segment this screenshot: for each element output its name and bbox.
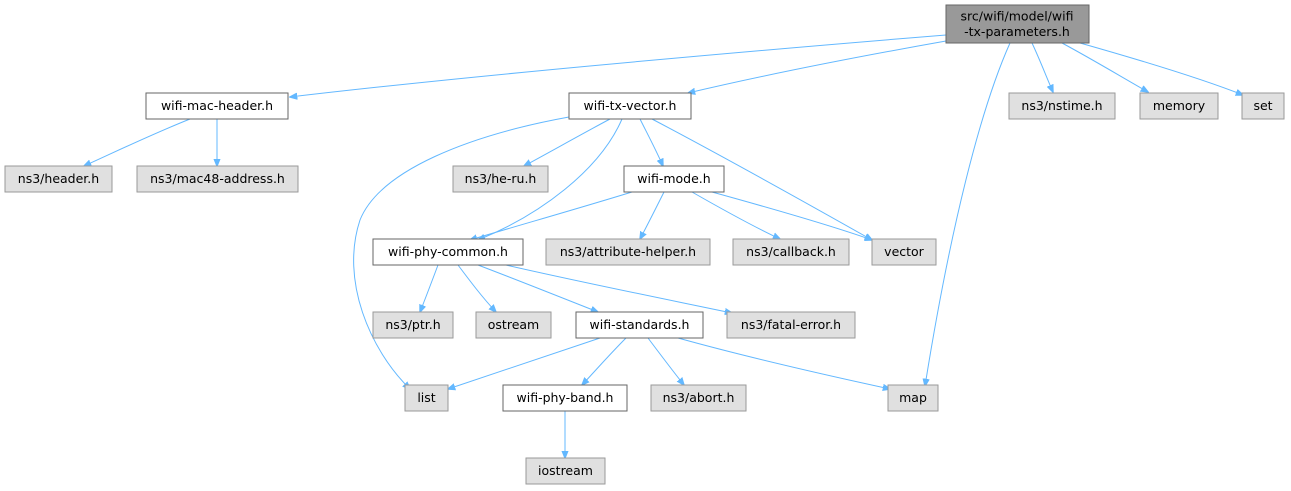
edge-root-to-nstime [1031, 42, 1053, 92]
node-label: ns3/abort.h [663, 390, 735, 405]
edge-root-to-set [1079, 42, 1243, 95]
node-ns3-mac48-address-h[interactable]: ns3/mac48-address.h [136, 165, 299, 193]
node-label: wifi-standards.h [590, 317, 690, 332]
node-ns3-ptr-h[interactable]: ns3/ptr.h [372, 311, 454, 339]
edge-wifi-mode-to-callback [691, 191, 780, 239]
node-label: set [1253, 98, 1272, 113]
node-wifi-standards-h[interactable]: wifi-standards.h [575, 311, 704, 339]
edge-wifi-mode-to-vector [711, 191, 872, 240]
edge-wifi-mac-header-to-header [84, 118, 191, 166]
node-label: ns3/header.h [18, 171, 99, 186]
edge-wifi-tx-vector-to-wifi-phy-common [478, 118, 623, 240]
node-ns3-abort-h[interactable]: ns3/abort.h [650, 384, 747, 412]
node-label: ns3/nstime.h [1021, 98, 1102, 113]
node-vector[interactable]: vector [871, 238, 937, 266]
node-label: -tx-parameters.h [964, 24, 1070, 39]
edge-wifi-tx-vector-to-vector [651, 118, 872, 240]
edge-wifi-tx-vector-to-wifi-mode [639, 118, 663, 166]
dependency-edges [84, 34, 1243, 458]
edge-wifi-standards-to-list [448, 337, 601, 389]
node-label: ns3/callback.h [746, 244, 836, 259]
edge-wifi-tx-vector-to-he-ru [524, 118, 611, 166]
node-wifi-mac-header-h[interactable]: wifi-mac-header.h [145, 92, 289, 120]
edge-root-to-wifi-tx-vector [688, 40, 947, 93]
edge-wifi-mode-to-attribute-helper [640, 191, 665, 239]
edge-wifi-standards-to-wifi-phy-band [582, 337, 627, 385]
node-label: iostream [538, 463, 593, 478]
node-set[interactable]: set [1241, 92, 1285, 120]
node-wifi-tx-parameters-h[interactable]: src/wifi/model/wifi -tx-parameters.h [945, 4, 1090, 44]
edge-root-to-wifi-mac-header [290, 34, 947, 97]
node-label: wifi-mac-header.h [161, 98, 273, 113]
node-label: wifi-phy-common.h [388, 244, 508, 259]
node-label: ns3/attribute-helper.h [560, 244, 696, 259]
node-label: ns3/he-ru.h [465, 171, 537, 186]
edge-root-to-map [925, 42, 1011, 386]
node-label: wifi-phy-band.h [517, 390, 614, 405]
node-ns3-callback-h[interactable]: ns3/callback.h [732, 238, 850, 266]
edge-wifi-phy-common-to-ostream [457, 264, 496, 312]
node-label: vector [884, 244, 925, 259]
node-ns3-fatal-error-h[interactable]: ns3/fatal-error.h [726, 311, 856, 339]
node-label: ns3/mac48-address.h [150, 171, 285, 186]
node-label: ns3/ptr.h [385, 317, 440, 332]
node-map[interactable]: map [887, 384, 939, 412]
node-label: src/wifi/model/wifi [961, 9, 1074, 24]
node-ostream[interactable]: ostream [475, 311, 552, 339]
edge-root-to-memory [1061, 42, 1148, 92]
edge-wifi-tx-vector-to-list [353, 116, 570, 389]
node-label: wifi-tx-vector.h [584, 98, 677, 113]
node-wifi-phy-band-h[interactable]: wifi-phy-band.h [502, 384, 628, 412]
node-label: ns3/fatal-error.h [741, 317, 841, 332]
node-label: list [417, 390, 435, 405]
header-nodes: src/wifi/model/wifi -tx-parameters.h wif… [4, 4, 1285, 485]
edge-wifi-phy-common-to-fatal-error [505, 264, 732, 313]
edge-wifi-phy-common-to-wifi-standards [477, 264, 598, 312]
node-wifi-mode-h[interactable]: wifi-mode.h [623, 165, 725, 193]
node-wifi-phy-common-h[interactable]: wifi-phy-common.h [372, 238, 524, 266]
node-iostream[interactable]: iostream [525, 457, 606, 485]
edge-wifi-standards-to-map [677, 337, 890, 389]
node-list[interactable]: list [404, 384, 449, 412]
node-ns3-nstime-h[interactable]: ns3/nstime.h [1008, 92, 1116, 120]
node-ns3-header-h[interactable]: ns3/header.h [4, 165, 113, 193]
node-ns3-he-ru-h[interactable]: ns3/he-ru.h [452, 165, 549, 193]
node-label: map [899, 390, 927, 405]
edge-wifi-mode-to-wifi-phy-common [470, 191, 633, 240]
node-wifi-tx-vector-h[interactable]: wifi-tx-vector.h [568, 92, 692, 120]
node-memory[interactable]: memory [1139, 92, 1219, 120]
edge-wifi-phy-common-to-ptr [420, 264, 439, 312]
node-label: wifi-mode.h [637, 171, 710, 186]
node-ns3-attribute-helper-h[interactable]: ns3/attribute-helper.h [545, 238, 711, 266]
edge-wifi-standards-to-abort [647, 337, 684, 385]
node-label: memory [1153, 98, 1206, 113]
node-label: ostream [488, 317, 539, 332]
